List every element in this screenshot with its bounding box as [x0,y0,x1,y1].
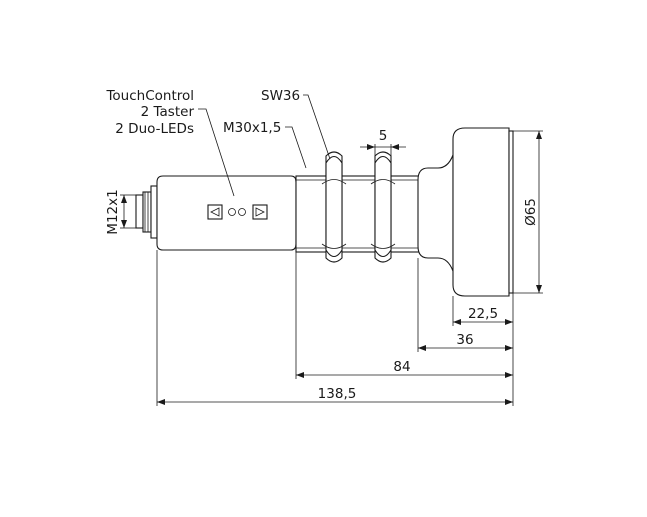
left-arrow-icon [210,207,220,217]
front-length-dimension: 84 [393,359,410,375]
right-touch-button [252,204,268,220]
taster-label: 2 Taster [141,104,195,120]
nut-2 [370,151,396,263]
duo-led-2 [238,208,246,216]
left-touch-button [207,204,223,220]
duo-leds-label: 2 Duo-LEDs [115,121,194,137]
head-depth-dimension: 22,5 [468,306,498,322]
leader-lines [198,94,331,197]
touchcontrol-label: TouchControl [105,88,194,104]
connector-thread-dimension: M12x1 [105,189,121,234]
wrench-size-label: SW36 [261,88,300,104]
nut-width-dimension: 5 [379,128,388,144]
head-diameter-dimension: Ø65 [523,198,539,226]
head-total-dimension: 36 [456,332,473,348]
threaded-barrel [295,175,423,253]
head-neck [417,154,454,272]
thread-label: M30x1,5 [223,120,281,136]
sensor-head [452,127,514,297]
m12-connector [135,185,158,239]
right-arrow-icon [255,207,265,217]
touch-panel [207,204,268,220]
dimension-lines [121,131,542,405]
duo-led-1 [228,208,236,216]
total-length-dimension: 138,5 [318,386,357,402]
sensor-housing [156,175,297,251]
nut-1 [321,151,347,263]
